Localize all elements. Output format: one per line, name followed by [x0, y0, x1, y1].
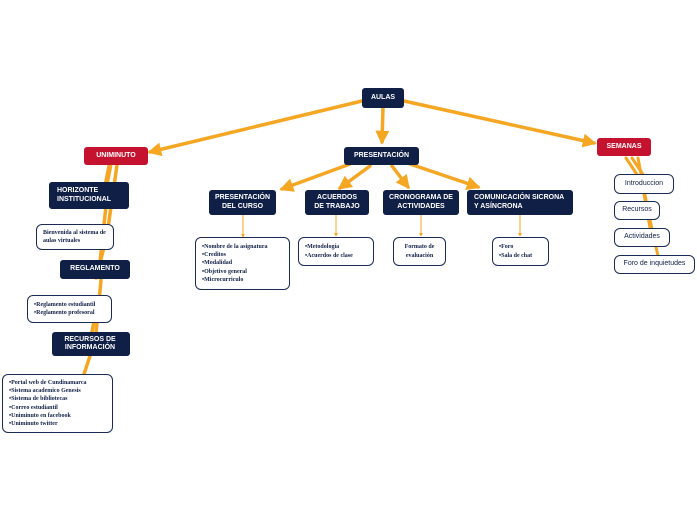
root-label: AULAS — [370, 93, 396, 101]
link-pres-curso — [279, 162, 352, 192]
semana-item-foro-inquietudes[interactable]: Foro de inquietudes — [614, 255, 695, 274]
link-uni-chain-6 — [82, 354, 92, 376]
reglamento-label: REGLAMENTO — [70, 265, 120, 273]
horizonte-note-text: Bienvenida al sistema de aulas virtuales — [43, 229, 106, 244]
list-recursos: •Portal web de Cundinamarca •Sistema aca… — [2, 374, 113, 433]
list-item: •Nombre de la asignatura — [202, 244, 268, 251]
acuerdos-label: ACUERDOS DE TRABAJO — [314, 194, 360, 210]
semana-item-label: Actividades — [624, 233, 660, 241]
branch-node-presentacion[interactable]: PRESENTACIÓN — [344, 147, 419, 165]
cronograma-note-text: Formato de evaluación — [404, 244, 435, 259]
list-item: •Reglamento estudiantil — [34, 301, 96, 308]
node-reglamento[interactable]: REGLAMENTO — [60, 260, 130, 279]
link-uni-horizonte — [103, 162, 113, 188]
list-item: •Portal web de Cundinamarca — [9, 380, 87, 387]
node-comunicacion[interactable]: COMUNICACIÓN SICRONA Y ASÍNCRONA — [467, 190, 573, 215]
note-cronograma: Formato de evaluación — [393, 237, 446, 266]
root-node-aulas[interactable]: AULAS — [362, 88, 404, 108]
branch-label-semanas: SEMANAS — [606, 142, 642, 150]
list-item: •Microcurriculo — [202, 276, 244, 283]
list-presentacion-curso: •Nombre de la asignatura •Creditos •Moda… — [195, 237, 290, 290]
node-horizonte-institucional[interactable]: HORIZONTE INSTITUCIONAL — [49, 182, 129, 209]
list-item: •Creditos — [202, 252, 226, 259]
link-root-presentacion — [375, 106, 390, 145]
branch-node-semanas[interactable]: SEMANAS — [597, 138, 651, 156]
list-item: •Sistema de bibliotecas — [9, 396, 68, 403]
list-item: •Sala de chat — [499, 252, 533, 259]
semana-item-introduccion[interactable]: Introduccion — [614, 174, 674, 194]
list-item: •Metodología — [305, 244, 340, 251]
list-item: •Objetivo general — [202, 268, 247, 275]
list-item: •Reglamento profesoral — [34, 310, 95, 316]
link-root-uniminuto — [147, 99, 364, 157]
branch-label-presentacion: PRESENTACIÓN — [353, 151, 410, 159]
branch-node-uniminuto[interactable]: UNIMINUTO — [84, 147, 148, 165]
list-reglamento: •Reglamento estudiantil •Reglamento prof… — [27, 295, 112, 323]
list-item: •Correo estudiantil — [9, 404, 58, 411]
list-acuerdos: •Metodología •Acuerdos de clase — [298, 237, 374, 266]
branch-label-uniminuto: UNIMINUTO — [96, 151, 136, 159]
note-horizonte: Bienvenida al sistema de aulas virtuales — [36, 224, 114, 250]
comunicacion-label: COMUNICACIÓN SICRONA Y ASÍNCRONA — [474, 194, 564, 210]
semana-item-label: Recursos — [622, 206, 652, 214]
horizonte-label: HORIZONTE INSTITUCIONAL — [57, 187, 112, 203]
list-item: •Sistema academico Genesis — [9, 388, 81, 395]
semana-item-actividades[interactable]: Actividades — [614, 228, 670, 247]
presentacion-curso-label: PRESENTACIÓN DEL CURSO — [214, 194, 271, 210]
cronograma-label: CRONOGRAMA DE ACTIVIDADES — [389, 194, 453, 210]
link-sem-1 — [624, 156, 640, 178]
list-item: •Uniminuto en facebook — [9, 412, 71, 419]
list-item: •Acuerdos de clase — [305, 252, 353, 259]
node-recursos-informacion[interactable]: RECURSOS DE INFORMACIÓN — [52, 332, 130, 356]
link-pres-acuerdos — [337, 164, 372, 190]
node-acuerdos-trabajo[interactable]: ACUERDOS DE TRABAJO — [305, 190, 369, 215]
link-root-semanas — [402, 99, 597, 148]
node-presentacion-curso[interactable]: PRESENTACIÓN DEL CURSO — [209, 190, 276, 215]
semana-item-label: Foro de inquietudes — [623, 260, 686, 268]
node-cronograma-actividades[interactable]: CRONOGRAMA DE ACTIVIDADES — [383, 190, 459, 215]
recursos-label: RECURSOS DE INFORMACIÓN — [64, 335, 116, 351]
link-pres-cronograma — [390, 164, 410, 190]
list-item: •Modalidad — [202, 260, 233, 267]
list-comunicacion: •Foro •Sala de chat — [492, 237, 549, 266]
semana-item-label: Introduccion — [624, 179, 664, 187]
list-item: •Foro — [499, 244, 514, 251]
list-item: •Uniminuto twitter — [9, 420, 58, 427]
link-pres-comunicacion — [408, 162, 481, 191]
semana-item-recursos[interactable]: Recursos — [614, 201, 660, 220]
